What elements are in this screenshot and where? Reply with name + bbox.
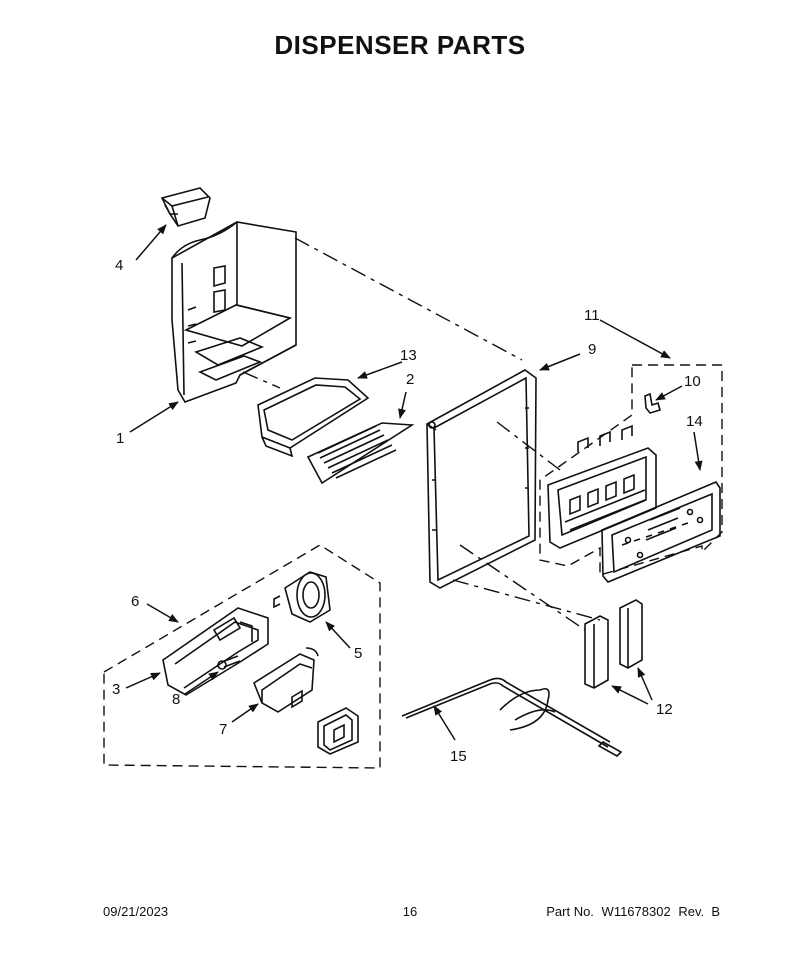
- part-8-screw: [217, 655, 241, 670]
- callout-10: 10: [684, 373, 701, 390]
- callout-14: 14: [686, 413, 703, 430]
- part-7-actuator: [253, 647, 319, 713]
- part-4-cup: [160, 187, 211, 227]
- page-title: DISPENSER PARTS: [274, 30, 526, 60]
- callout-12: 12: [656, 701, 673, 718]
- part-12-pads: [584, 599, 643, 689]
- callout-9: 9: [588, 341, 596, 358]
- part-15-heater-wire: [401, 677, 623, 757]
- callout-1: 1: [116, 430, 124, 447]
- callout-labels: 1 2 3 4 5 6 7 8 9 10 11 12 13 14 15: [112, 257, 703, 765]
- callout-5: 5: [354, 645, 362, 662]
- part-11-group-outline: [539, 364, 723, 576]
- callout-2: 2: [406, 371, 414, 388]
- callout-3: 3: [112, 681, 120, 698]
- part-9-gasket-frame: [426, 369, 537, 589]
- callout-6: 6: [131, 593, 139, 610]
- leader-lines: [125, 224, 703, 741]
- footer-date: 09/21/2023: [103, 904, 169, 919]
- part-2-drip-grille: [306, 422, 415, 485]
- callout-4: 4: [115, 257, 123, 274]
- callout-13: 13: [400, 347, 417, 364]
- callout-11: 11: [584, 307, 600, 324]
- part-6-group-outline: [103, 544, 381, 769]
- callout-7: 7: [219, 721, 227, 738]
- part-3-bracket: [162, 607, 269, 696]
- footer-page-number: 16: [402, 904, 418, 919]
- part-13-drip-tray: [257, 377, 370, 458]
- revision: Rev. B: [678, 904, 720, 919]
- switch-pad: [317, 707, 359, 755]
- part-number-label: Part No.: [546, 904, 594, 919]
- footer-part-info: Part No. W11678302 Rev. B: [542, 904, 720, 919]
- part-14-display-panel: [601, 481, 721, 583]
- part-5-motor: [273, 571, 331, 623]
- part-number: W11678302: [601, 904, 671, 919]
- callout-8: 8: [172, 691, 180, 708]
- callout-15: 15: [450, 748, 467, 765]
- part-1-dispenser-housing: [171, 221, 297, 403]
- part-10-clip: [644, 392, 661, 414]
